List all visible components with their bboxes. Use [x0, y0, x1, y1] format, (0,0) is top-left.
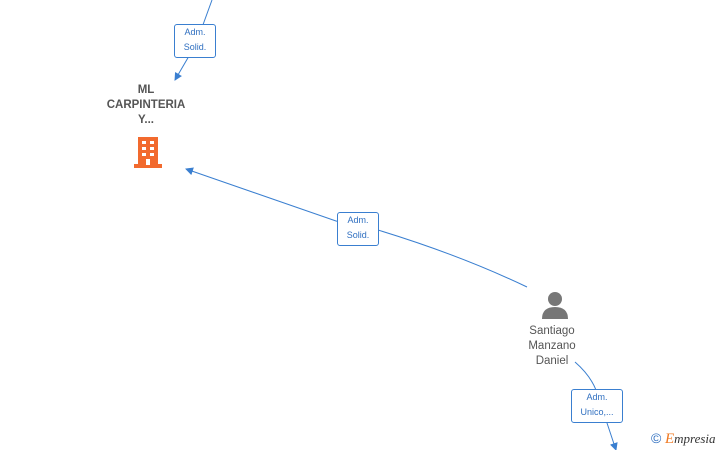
brand-watermark: © Empresia [651, 430, 716, 448]
edge-label-line: Solid. [183, 42, 207, 52]
company-node-label[interactable]: ML CARPINTERIA Y... [96, 83, 196, 128]
edge-label-top: Adm. Solid. [174, 24, 216, 58]
brand-initial: E [664, 431, 675, 447]
edge-label-line: Solid. [346, 230, 370, 240]
company-name-line: Y... [138, 114, 154, 126]
building-icon[interactable] [132, 135, 164, 169]
person-name-line: Santiago [529, 325, 575, 337]
edge-label-line: Adm. [586, 392, 608, 402]
company-name-line: ML [137, 84, 155, 96]
edge-label-person-company: Adm. Solid. [337, 212, 379, 246]
edge-label-line: Adm. [347, 215, 369, 225]
company-name-line: CARPINTERIA [106, 99, 186, 111]
person-icon[interactable] [540, 290, 570, 320]
person-name-line: Daniel [535, 355, 569, 367]
brand-name: mpresia [674, 431, 716, 446]
edge-label-bottom: Adm. Unico,... [571, 389, 623, 423]
person-node-label[interactable]: Santiago Manzano Daniel [502, 324, 602, 369]
person-name-line: Manzano [528, 340, 576, 352]
edge-label-line: Unico,... [580, 407, 614, 417]
edge-label-line: Adm. [184, 27, 206, 37]
copyright-icon: © [651, 430, 662, 446]
